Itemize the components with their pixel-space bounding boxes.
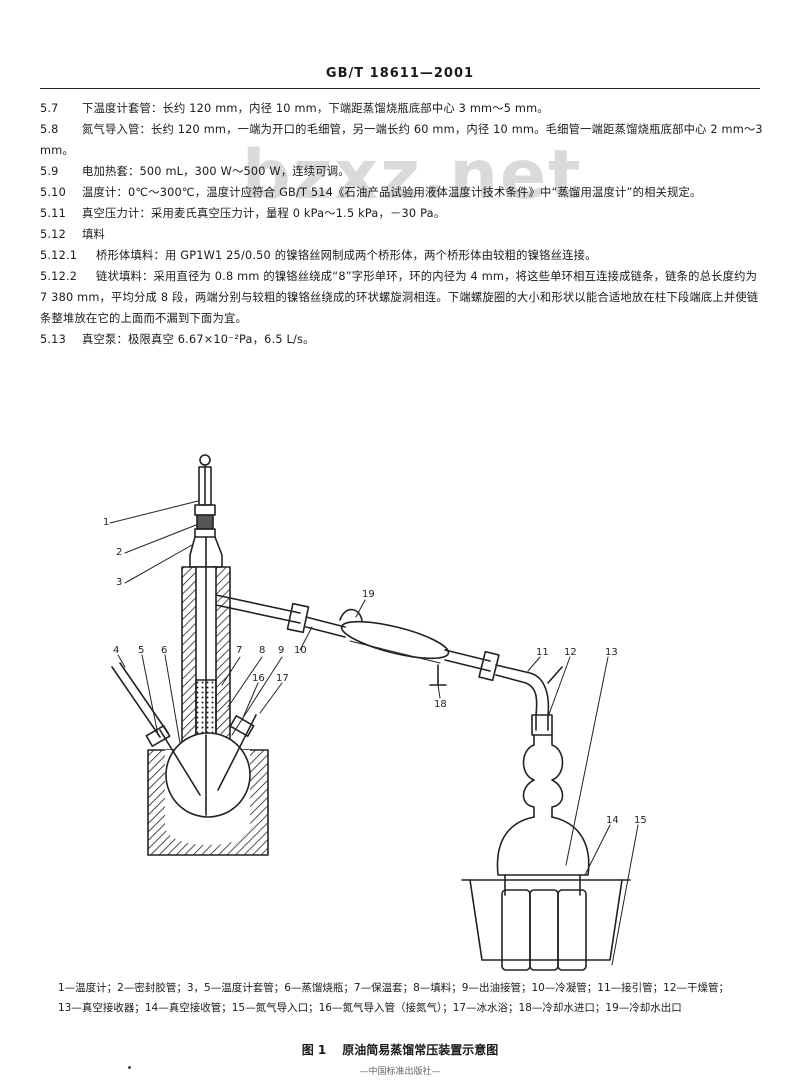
figure-caption: 图 1 原油简易蒸馏常压装置示意图: [0, 1041, 800, 1058]
receiver: [461, 734, 631, 971]
figure-legend: 1—温度计；2—密封胶管；3，5—温度计套管；6—蒸馏烧瓶；7—保温套；8—填料…: [58, 982, 730, 1014]
thermometer: [194, 454, 216, 538]
figure-label: 3: [116, 577, 122, 588]
figure-label: 15: [634, 815, 647, 826]
figure-label: 5: [138, 645, 144, 656]
page-header: GB/T 18611—2001: [40, 64, 760, 89]
figure-number: 图 1: [301, 1043, 327, 1057]
leader-lines: [109, 500, 639, 966]
standard-code: GB/T 18611—2001: [325, 66, 475, 81]
figure-title: 原油简易蒸馏常压装置示意图: [342, 1043, 499, 1057]
figure-label: 9: [278, 645, 284, 656]
figure-label: 12: [564, 647, 577, 658]
figure-label: 2: [116, 547, 122, 558]
figure-label: 14: [606, 815, 619, 826]
figure-labels: 1 2 3 4 5 6 7 8 9 10 11 12 13 14 15 16 1…: [103, 517, 647, 826]
figure-label: 8: [259, 645, 265, 656]
figure-label: 16: [252, 673, 265, 684]
figure-label: 19: [362, 589, 375, 600]
figure-label: 4: [113, 645, 119, 656]
bullet-dot: [128, 1066, 131, 1069]
figure-label: 7: [236, 645, 242, 656]
figure-label: 11: [536, 647, 549, 658]
apparatus-figure: 1 2 3 4 5 6 7 8 9 10 11 12 13 14 15 16 1…: [0, 445, 800, 975]
figure-label: 17: [276, 673, 289, 684]
figure-label: 18: [434, 699, 447, 710]
figure-label: 1: [103, 517, 109, 528]
page-footer: —中国标准出版社—: [359, 1067, 441, 1077]
distillation-flask: [111, 662, 269, 856]
figure-label: 13: [605, 647, 618, 658]
figure-label: 6: [161, 645, 167, 656]
condenser: [215, 594, 563, 736]
apparatus-diagram: 1 2 3 4 5 6 7 8 9 10 11 12 13 14 15 16 1…: [103, 454, 647, 971]
figure-label: 10: [294, 645, 307, 656]
